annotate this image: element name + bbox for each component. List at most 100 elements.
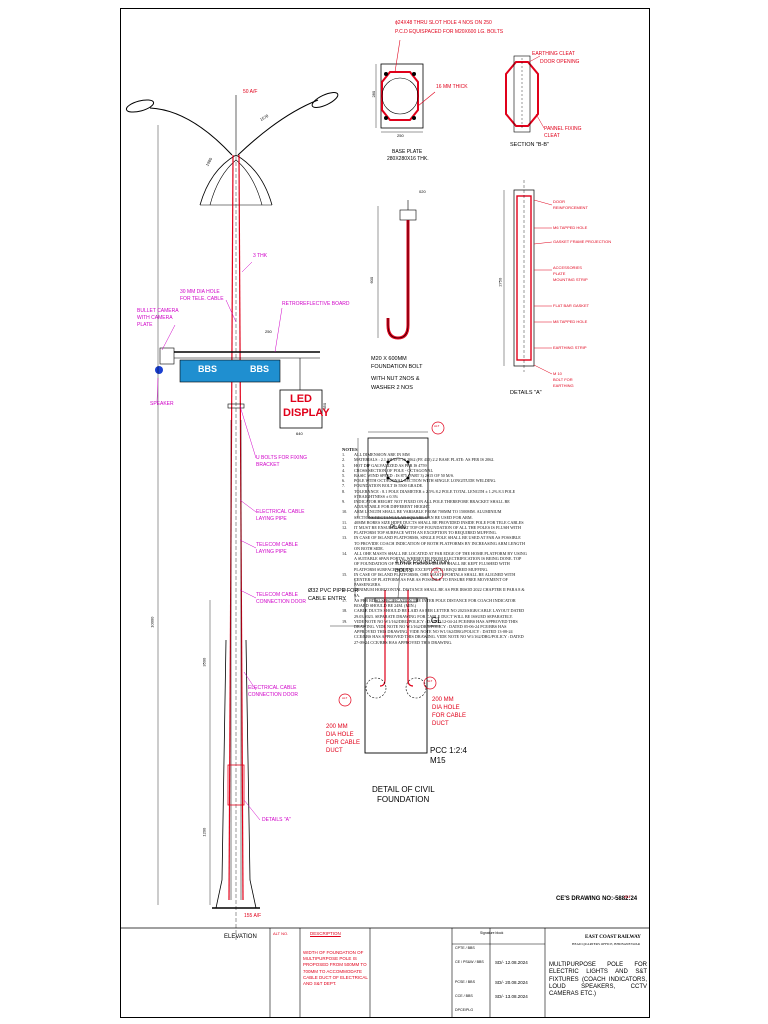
- foundation-title: FOUNDATION: [377, 795, 430, 804]
- earth-strip-label: EARTHING STRIP: [553, 345, 587, 350]
- signature-role: CCE / BBS: [455, 994, 473, 998]
- note-number: 18.: [342, 608, 348, 614]
- gl-label: GL: [431, 616, 442, 625]
- earthing-label: EARTHING: [553, 383, 574, 388]
- note-text: MATERIALS : 2.1 SHAFT: IS 2062 (FE 410) …: [354, 457, 495, 463]
- signature-value: SD/- 20.08.2024: [495, 980, 528, 985]
- elec-cable-lay-label: ELECTRICAL CABLE: [256, 509, 305, 515]
- note-item: 17.AS PER RDSO SPECIFICATION THE INTER P…: [342, 598, 527, 608]
- note-text: TOLERANCE : 8.1 POLE DIAMETER ± 2.5% 8.2…: [354, 488, 516, 499]
- note-number: 16.: [342, 587, 348, 593]
- bbs-board-left: BBS: [198, 364, 218, 374]
- dim-250: 250: [397, 133, 404, 138]
- signature-role: CE / PS&W / BBS: [455, 960, 484, 964]
- note-number: 7.: [342, 483, 346, 489]
- note-text: ALL OHE MASTS SHALL BE LOCATED AT FAR ED…: [354, 551, 527, 572]
- alt-description: WIDTH OF FOUNDATION OF MULTIPURPOSE POLE…: [303, 950, 368, 987]
- cleat-label: CLEAT: [544, 133, 560, 139]
- note-number: 14.: [342, 551, 348, 557]
- speaker-label: SPEAKER: [150, 401, 174, 407]
- hole200-right-3: FOR CABLE: [432, 713, 467, 719]
- dim-640: 640: [296, 431, 303, 436]
- led-display-line2: DISPLAY: [283, 407, 330, 419]
- pcc-mix-label: PCC 1:2:4: [430, 746, 467, 755]
- telecom-lay-label: TELECOM CABLE: [256, 542, 298, 548]
- section-bb-title: SECTION "B-B": [510, 142, 550, 148]
- note-number: 17.: [342, 597, 348, 603]
- note-text: IT MUST BE ENSURED THAT TOP OF FOUNDATIO…: [354, 525, 522, 536]
- u-bolts-label: U BOLTS FOR FIXING: [256, 455, 308, 461]
- note-text: FOUNDATION BOLT IS 5500 GRADE.: [354, 483, 424, 489]
- pvc-label: Ø32 PVC PIPE FOR: [308, 588, 359, 594]
- dim-1200: 1200: [201, 827, 207, 837]
- description-header: DESCRIPTION: [310, 931, 341, 936]
- m8-tapped-label: M8 TAPPED HOLE: [553, 319, 588, 324]
- m6-tapped-label: M6 TAPPED HOLE: [553, 225, 588, 230]
- earthing-cleat-label: EARTHING CLEAT: [532, 51, 575, 57]
- bolt-for-label: BOLT FOR: [553, 377, 573, 382]
- note-item: 11. 40MM BORES SIZE HDPE DUCTS SHALL BE P…: [342, 520, 527, 525]
- alt-civil-marker-left: ALT: [342, 696, 348, 700]
- alt-civil-marker-right: ALT: [427, 679, 433, 683]
- dim-600: 600: [369, 276, 375, 284]
- thick16-label: 16 MM THICK: [436, 84, 468, 90]
- note-number: 12.: [342, 525, 348, 531]
- note-text: MINIMUM HORIZONTAL DISTANCE SHALL BE AS …: [354, 587, 525, 598]
- thk3-label: 3 THK: [253, 253, 268, 259]
- note-number: 19.: [342, 618, 348, 624]
- led-display-line1: LED: [290, 393, 312, 405]
- note-text: ARM LENGTH SHALL BE VARIABLE FROM 700MM …: [354, 509, 502, 520]
- hole200-left-3: FOR CABLE: [326, 740, 361, 746]
- foundation-bolt-drawing: [377, 200, 417, 340]
- base-plate-title: BASE PLATE: [392, 149, 423, 155]
- retro-board-label: RETROREFLECTIVE BOARD: [282, 301, 350, 307]
- section-bb-drawing: [505, 55, 545, 133]
- conn-door2-label: CONNECTION DOOR: [248, 692, 298, 698]
- note-text: IN CASE OF ISLAND PLATFORMS, SINGLE POLE…: [354, 535, 525, 551]
- signature-role: PCSE / BBS: [455, 980, 475, 984]
- af50-label: 50 A/F: [243, 89, 258, 95]
- details-a-title: DETAILS "A": [510, 390, 542, 396]
- note-number: 15.: [342, 571, 348, 577]
- railway-name: EAST COAST RAILWAY: [585, 935, 641, 940]
- title-block-lines: [120, 927, 650, 1018]
- slot-hole-label: ϕ24X48 THRU SLOT HOLE 4 NOS ON 250: [395, 20, 492, 26]
- drawing-number: CE'S DRAWING NO:-5882:24: [556, 896, 638, 902]
- signature-role: CPTE / BBS: [455, 946, 475, 950]
- note-text: BASIC WIND SPEED : IS 875 (PART 3) 2015 …: [354, 473, 455, 479]
- note-item: 18.CABLE DUCTS SHOULD BE LAID AS PER LET…: [342, 608, 527, 618]
- dim-10000: 10000: [149, 616, 155, 628]
- note-number: 4.: [342, 467, 346, 473]
- telecom-conn-label: TELECOM CABLE: [256, 592, 298, 598]
- note-item: 16. MINIMUM HORIZONTAL DISTANCE SHALL BE …: [342, 587, 527, 597]
- note-item: 10.ARM LENGTH SHALL BE VARIABLE FROM 700…: [342, 509, 527, 519]
- pcd-label: P.C.D EQUISPACED FOR M20X600 LG. BOLTS: [395, 29, 504, 35]
- alt-no-header: ALT NO.: [273, 931, 289, 936]
- detail-civil-title: DETAIL OF CIVIL: [372, 785, 435, 794]
- note-item: 14. ALL OHE MASTS SHALL BE LOCATED AT FAR…: [342, 551, 527, 572]
- laying-pipe-label: LAYING PIPE: [256, 516, 287, 522]
- note-text: POLE WITH OCTAGONAL SECTION WITH SINGLE …: [354, 478, 497, 484]
- dim-250b: 250: [265, 329, 272, 334]
- with-nut-label: WITH NUT 2NOS &: [371, 376, 420, 382]
- hole200-right-1: 200 MM: [432, 697, 454, 703]
- dim-3500: 3500: [201, 657, 207, 667]
- foundation-bolt-title: FOUNDATION BOLT: [371, 364, 423, 370]
- dia30-label: 30 MM DIA HOLE: [180, 289, 220, 295]
- note-item: 15.IN CASE OF ISLAND PLATFORMS, OHE MAST…: [342, 572, 527, 588]
- details-a-drawing: [503, 180, 553, 375]
- plate-mount-label: PLATE: [553, 271, 566, 276]
- bolts-label: BOLTS: [395, 568, 413, 574]
- alt-civil-marker-top: ALT: [434, 570, 440, 574]
- signature-role: DPCE/PLG: [455, 1008, 474, 1012]
- dim-020: 020: [419, 189, 426, 194]
- note-text: 40MM BORES SIZE HDPE DUCTS SHALL BE PROV…: [354, 519, 524, 525]
- drawing-sheet: [120, 8, 650, 1018]
- note-text: ALL DIMENSION ARE IN MM: [354, 452, 410, 458]
- alt-plan-marker: ALT: [434, 424, 440, 428]
- dim-2750: 2750: [497, 277, 503, 287]
- note-number: 11.: [342, 519, 348, 525]
- tele-cable-label: FOR TELE. CABLE: [180, 296, 224, 302]
